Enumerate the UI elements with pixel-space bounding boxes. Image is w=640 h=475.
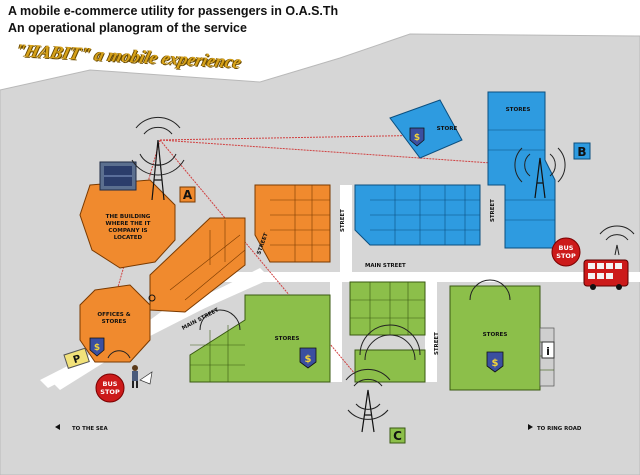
zone-c-bottom-block (354, 349, 426, 383)
zone-c-left-block (189, 294, 331, 383)
it-company-building (79, 179, 176, 269)
store-shield-icon: $ (409, 127, 425, 147)
street-label: STREET (434, 332, 440, 355)
store-shield-icon: $ (299, 347, 317, 369)
svg-text:$: $ (492, 358, 499, 369)
to-ring-road-label: TO RING ROAD (537, 426, 582, 432)
bus-stop-label: STOP (556, 252, 576, 260)
store-shield-icon: $ (486, 351, 504, 373)
main-street-label: MAIN STREET (365, 263, 406, 269)
building-label: COMPANY IS (108, 228, 147, 234)
zone-c-middle-block (349, 281, 426, 336)
bus-stop-sign: BUS STOP (95, 373, 125, 403)
antenna-tower-icon (131, 116, 185, 201)
info-sign: i (541, 341, 555, 359)
building-label: LOCATED (114, 235, 143, 241)
zone-a-upper-block (254, 184, 331, 263)
zone-c-marker: C (389, 427, 406, 444)
antenna-tower-icon (345, 368, 391, 433)
zone-b-marker: B (573, 142, 591, 160)
info-label: i (546, 345, 550, 358)
zone-b-small-store (389, 99, 463, 159)
zone-a-marker: A (179, 186, 196, 203)
zone-c-right-block (449, 285, 541, 391)
offices-label: OFFICES & (97, 312, 130, 318)
right-arrow-icon (528, 424, 533, 430)
bus-stop-sign: BUS STOP (551, 237, 581, 267)
parking-sign: P (63, 347, 90, 369)
street-a-road (340, 185, 352, 273)
zone-b-blocks (354, 91, 556, 249)
zone-a-label: A (183, 188, 193, 202)
page-subtitle: An operational planogram of the service (8, 21, 247, 35)
offices-label: STORES (102, 319, 127, 325)
svg-text:$: $ (414, 133, 420, 143)
store-shield-icon: $ (89, 337, 105, 357)
bus-stop-label: BUS (559, 244, 574, 252)
stores-small-label: STORE (437, 126, 458, 132)
bus-stop-label: BUS (103, 380, 118, 388)
zone-c-label: C (393, 429, 402, 443)
location-marker-icon (148, 294, 156, 302)
svg-text:$: $ (305, 354, 312, 365)
antenna-tower-icon (514, 147, 566, 199)
zone-a-blocks (79, 161, 331, 363)
street-c-road (330, 282, 342, 382)
stores-c-right-label: STORES (483, 332, 508, 338)
stores-b-label: STORES (506, 107, 531, 113)
antenna-icon (599, 225, 635, 256)
road-arrow-icon (139, 371, 153, 385)
parking-label: P (72, 353, 82, 366)
stores-c-left-label: STORES (275, 336, 300, 342)
building-label: THE BUILDING (106, 214, 151, 220)
bus-stop-label: STOP (100, 388, 120, 396)
street-label: STREET (490, 199, 496, 222)
building-label: WHERE THE IT (106, 221, 151, 227)
zone-b-label: B (577, 145, 586, 159)
person-icon (132, 365, 138, 388)
company-building-icon (99, 161, 137, 191)
zone-c-blocks (189, 281, 555, 391)
left-arrow-icon (55, 424, 60, 430)
street-label: STREET (340, 209, 346, 232)
double-decker-bus-icon (583, 259, 629, 290)
street-c2-road (425, 282, 437, 382)
to-sea-label: TO THE SEA (72, 426, 108, 432)
svg-text:$: $ (94, 343, 100, 353)
page-title: A mobile e-commerce utility for passenge… (8, 4, 339, 18)
signal-arcs-icon (107, 279, 511, 361)
